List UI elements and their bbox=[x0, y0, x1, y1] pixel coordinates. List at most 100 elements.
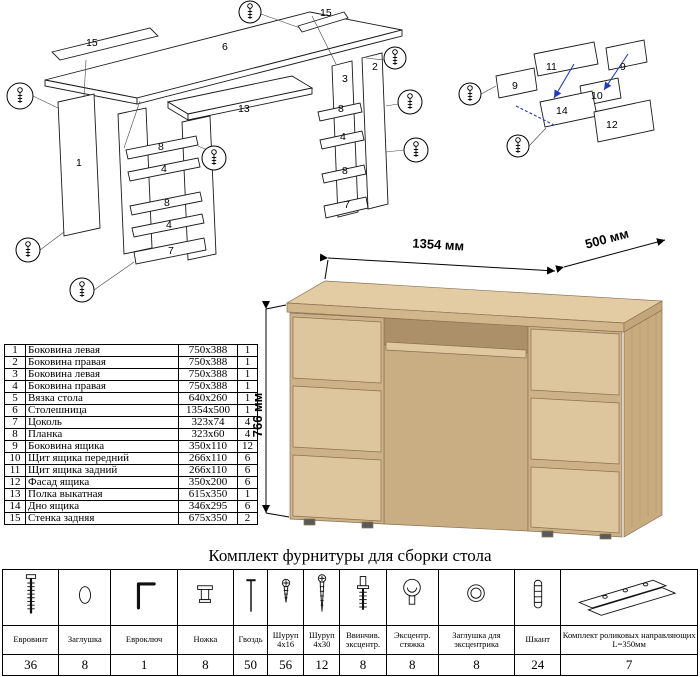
part-label: 8 bbox=[158, 141, 164, 153]
screw-4x30-icon bbox=[317, 574, 326, 612]
part-qty: 1 bbox=[237, 368, 258, 381]
part-qty: 1 bbox=[237, 344, 258, 357]
part-label: 15 bbox=[86, 37, 98, 49]
hardware-kit-title: Комплект фурнитуры для сборки стола bbox=[208, 546, 492, 565]
part-label: 14 bbox=[556, 105, 568, 117]
part-name: Боковина правая bbox=[25, 380, 179, 393]
hardware-label: Эксцентр. стяжка bbox=[385, 625, 439, 655]
part-num: 15 bbox=[4, 512, 26, 525]
hardware-label: Шуруп 4x16 bbox=[267, 625, 305, 655]
hardware-icon-row bbox=[1, 569, 698, 626]
part-name: Боковина ящика bbox=[25, 440, 179, 453]
part-num: 2 bbox=[4, 356, 26, 369]
part-name: Цоколь bbox=[25, 416, 179, 429]
plug-icon bbox=[78, 586, 91, 604]
cam-lock-icon bbox=[403, 578, 421, 605]
hardware-label: Гвоздь bbox=[232, 625, 269, 655]
part-label: 9 bbox=[512, 80, 518, 92]
part-name: Полка выкатная bbox=[25, 488, 179, 501]
part-qty: 12 bbox=[237, 440, 258, 453]
part-size: 266x110 bbox=[178, 452, 238, 465]
hexkey-icon bbox=[136, 582, 156, 610]
hardware-qty-row: 36 8 1 8 50 56 12 8 8 8 24 7 bbox=[1, 654, 698, 676]
hardware-label: Евроключ bbox=[110, 625, 178, 655]
part-label: 11 bbox=[546, 61, 557, 73]
width-dimension-label: 1354 мм bbox=[412, 235, 465, 253]
detail-callouts bbox=[458, 82, 530, 158]
drawer-front bbox=[530, 466, 620, 534]
drawer-front bbox=[292, 454, 382, 522]
part-qty: 2 bbox=[237, 512, 258, 525]
part-size: 266x110 bbox=[178, 464, 238, 477]
part-qty: 1 bbox=[237, 488, 258, 501]
part-qty: 4 bbox=[237, 416, 258, 429]
part-name: Планка bbox=[25, 428, 179, 441]
part-label: 3 bbox=[342, 73, 348, 85]
part-name: Щит ящика передний bbox=[25, 452, 179, 465]
part-qty: 1 bbox=[237, 356, 258, 369]
part-name: Столешница bbox=[25, 404, 179, 417]
part-num: 3 bbox=[4, 368, 26, 381]
part-size: 750x388 bbox=[178, 344, 238, 357]
depth-dimension-label: 500 мм bbox=[583, 226, 630, 252]
part-name: Дно ящика bbox=[25, 500, 179, 513]
drawer-exploded-diagram: 11 9 9 10 14 12 bbox=[458, 39, 655, 158]
hardware-label-row: Евровинт Заглушка Евроключ Ножка Гвоздь … bbox=[1, 625, 698, 655]
part-label: 6 bbox=[222, 41, 228, 53]
part-label: 8 bbox=[338, 103, 344, 115]
part-num: 11 bbox=[4, 464, 26, 477]
drawer-front bbox=[292, 316, 382, 384]
part-name: Боковина левая bbox=[25, 344, 179, 357]
part-number-labels: 11 9 9 10 14 12 bbox=[512, 61, 626, 131]
part-num: 8 bbox=[4, 428, 26, 441]
hardware-label: Шуруп 4x30 bbox=[303, 625, 341, 655]
part-size: 615x350 bbox=[178, 488, 238, 501]
hardware-qty: 7 bbox=[560, 654, 698, 676]
drawer-front bbox=[292, 385, 382, 453]
hardware-qty: 50 bbox=[232, 654, 269, 676]
hardware-qty: 8 bbox=[58, 654, 112, 676]
part-label: 15 bbox=[320, 7, 332, 19]
part-label: 9 bbox=[620, 61, 626, 73]
part-num: 13 bbox=[4, 488, 26, 501]
part-name: Щит ящика задний bbox=[25, 464, 179, 477]
desk-body bbox=[285, 280, 664, 540]
part-name: Вязка стола bbox=[25, 392, 179, 405]
hardware-qty: 36 bbox=[1, 654, 60, 676]
leg-icon bbox=[197, 585, 214, 603]
drawer-front bbox=[530, 397, 620, 465]
exploded-assembly-diagram: 15 6 15 13 1 8 4 8 4 7 3 2 8 4 8 7 bbox=[6, 0, 429, 303]
part-qty: 1 bbox=[237, 392, 258, 405]
keyboard-tray bbox=[385, 341, 527, 359]
hardware-label: Ввинчив. эксцентр. bbox=[339, 625, 387, 655]
eccentric-screw-icon bbox=[356, 576, 369, 610]
part-size: 640x260 bbox=[178, 392, 238, 405]
part-size: 346x295 bbox=[178, 500, 238, 513]
part-num: 4 bbox=[4, 380, 26, 393]
hardware-label: Шкант bbox=[514, 625, 562, 655]
drawer-slide-icon bbox=[577, 579, 677, 616]
drawer-front bbox=[530, 328, 620, 396]
part-num: 14 bbox=[4, 500, 26, 513]
part-size: 675x350 bbox=[178, 512, 238, 525]
dimension-lines bbox=[262, 238, 666, 518]
part-num: 7 bbox=[4, 416, 26, 429]
part-qty: 6 bbox=[237, 476, 258, 489]
part-label: 7 bbox=[344, 199, 350, 211]
part-size: 750x388 bbox=[178, 368, 238, 381]
part-name: Фасад ящика bbox=[25, 476, 179, 489]
hardware-label: Заглушка bbox=[58, 625, 112, 655]
part-label: 7 bbox=[168, 245, 174, 257]
hardware-qty: 8 bbox=[339, 654, 387, 676]
part-num: 5 bbox=[4, 392, 26, 405]
part-label: 2 bbox=[372, 61, 378, 73]
